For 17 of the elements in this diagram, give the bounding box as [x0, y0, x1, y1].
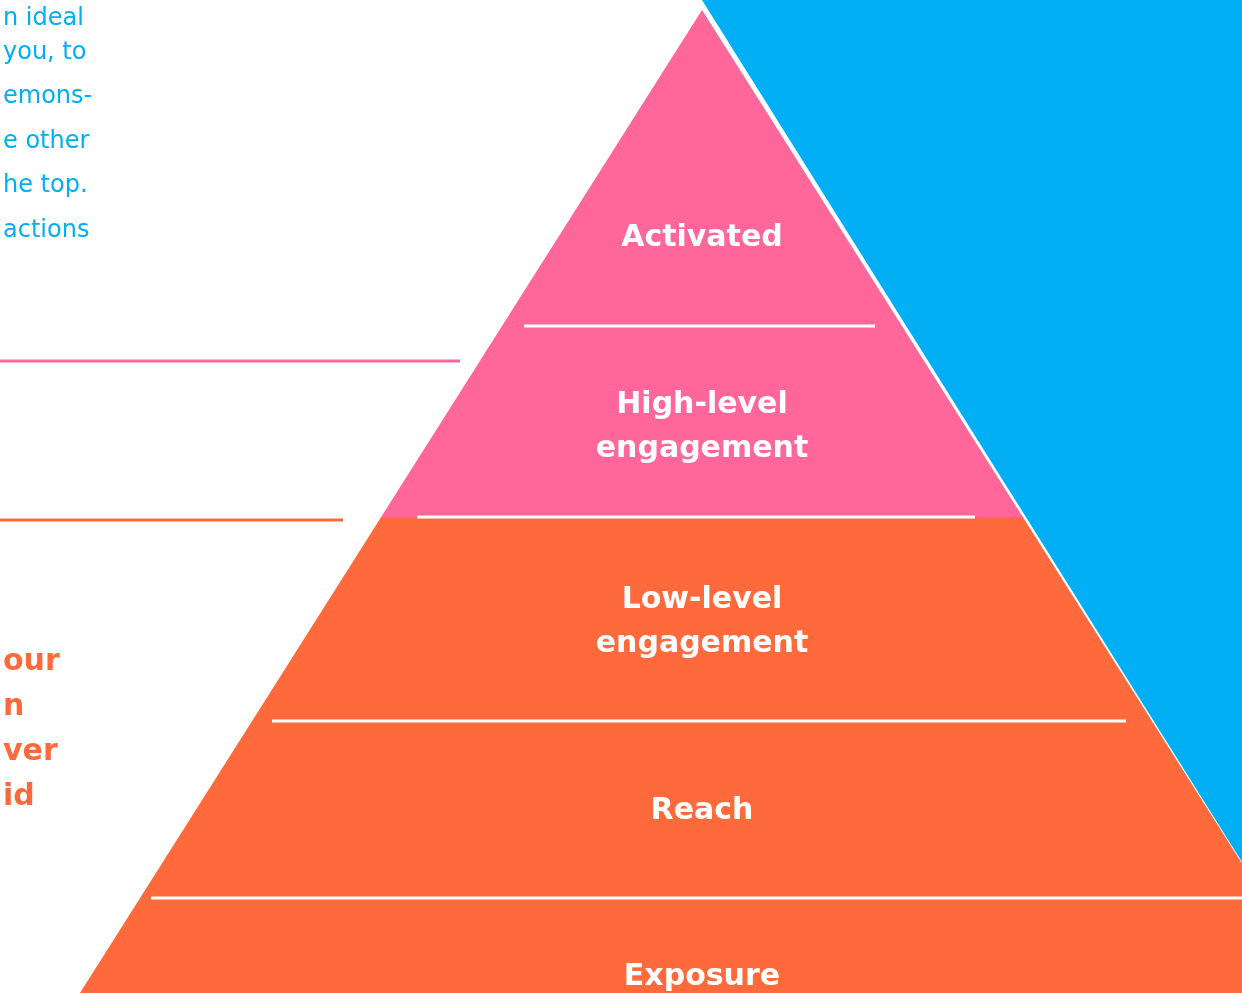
- body-text: n ideal: [3, 2, 84, 33]
- body-text: n: [3, 687, 25, 723]
- body-text: he top.: [3, 169, 88, 200]
- tier-label: Exposure: [622, 956, 782, 993]
- body-text: you, to: [3, 36, 87, 67]
- pyramid-tier: [79, 898, 1242, 993]
- tier-label: Low-level engagement: [594, 579, 810, 661]
- body-text: e other: [3, 125, 90, 156]
- body-text: id: [3, 777, 35, 813]
- body-text: ver: [3, 732, 58, 768]
- tier-label: Activated: [620, 217, 784, 255]
- pyramid-tier: [140, 721, 1242, 898]
- body-text: emons-: [3, 80, 93, 111]
- body-text: our: [3, 642, 60, 678]
- body-text: actions: [3, 214, 90, 245]
- tier-label: High-level engagement: [594, 384, 810, 466]
- tier-label: Reach: [649, 790, 755, 828]
